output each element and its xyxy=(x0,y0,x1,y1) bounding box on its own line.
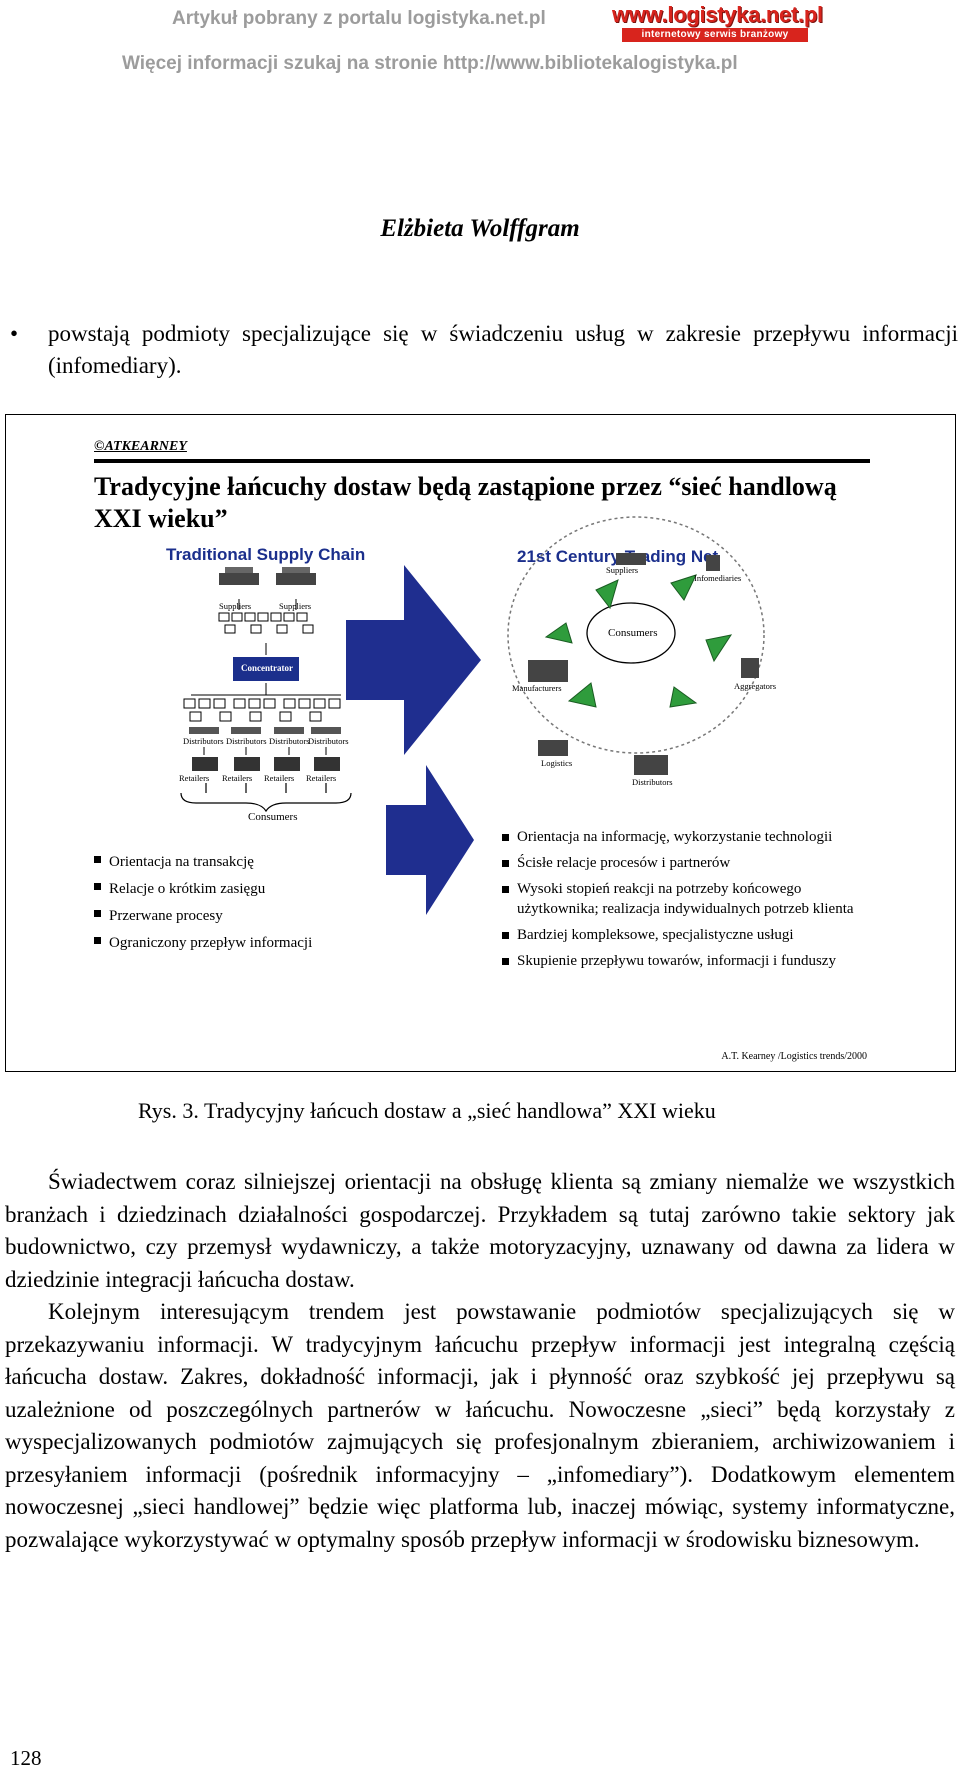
diagram-label-consumers: Consumers xyxy=(248,811,298,823)
figure-copyright: ©ATKEARNEY xyxy=(94,439,187,454)
consumers-bracket xyxy=(180,783,352,813)
connector-lines xyxy=(203,747,327,755)
list-item: Ograniczony przepływ informacji xyxy=(94,930,312,957)
list-item: Ścisłe relacje procesów i partnerów xyxy=(502,853,882,873)
diagram-label-suppliers: Suppliers xyxy=(219,601,252,611)
author-name: Elżbieta Wolffgram xyxy=(380,215,580,242)
site-logo[interactable]: www.logistyka.net.pl internetowy serwis … xyxy=(612,2,823,44)
list-item: Wysoki stopień reakcji na potrzeby końco… xyxy=(502,879,882,919)
page-number: 128 xyxy=(10,1746,42,1770)
connector-lines xyxy=(191,599,341,696)
diagram-label-distributors: Distributors xyxy=(183,736,224,746)
diagram-label-retailers: Retailers xyxy=(306,773,337,783)
transition-arrow-bottom xyxy=(386,765,474,915)
diagram-label-distributors: Distributors xyxy=(226,736,267,746)
list-item: Przerwane procesy xyxy=(94,903,312,930)
figure-title-rule xyxy=(94,459,870,463)
supply-chain-diagram xyxy=(180,516,765,915)
node-icons xyxy=(528,553,759,775)
list-item: Relacje o krótkim zasięgu xyxy=(94,876,312,903)
network-ring xyxy=(507,516,765,754)
transition-arrow-top xyxy=(346,565,481,755)
diagram-label-distributors: Distributors xyxy=(632,777,673,787)
figure-title: Tradycyjne łańcuchy dostaw będą zastąpio… xyxy=(94,472,837,533)
concentrator-box xyxy=(233,657,299,681)
flow-arrows xyxy=(544,574,733,708)
diagram-label-suppliers: Suppliers xyxy=(279,601,312,611)
paragraph: Świadectwem coraz silniejszej orientacji… xyxy=(5,1169,955,1292)
traditional-chain-title: Traditional Supply Chain xyxy=(166,545,366,564)
bullet-icon: • xyxy=(10,321,19,346)
intro-bullet-text: powstają podmioty specjalizujące się w ś… xyxy=(48,321,958,378)
package-icons xyxy=(183,698,341,722)
list-item: Skupienie przepływu towarów, informacji … xyxy=(502,951,882,971)
diagram-label-concentrator: Concentrator xyxy=(241,663,293,673)
diagram-label-distributors: Distributors xyxy=(269,736,310,746)
header-info-line: Więcej informacji szukaj na stronie http… xyxy=(122,53,738,74)
logo-subtext: internetowy serwis branżowy xyxy=(622,28,808,42)
diagram-label-distributors: Distributors xyxy=(308,736,349,746)
figure-source: A.T. Kearney /Logistics trends/2000 xyxy=(721,1051,867,1062)
list-item: Orientacja na informację, wykorzystanie … xyxy=(502,827,882,847)
diagram-label-consumers: Consumers xyxy=(608,627,658,639)
diagram-label-retailers: Retailers xyxy=(264,773,295,783)
list-item: Bardziej kompleksowe, specjalistyczne us… xyxy=(502,925,882,945)
paragraph: Kolejnym interesującym trendem jest pows… xyxy=(5,1299,955,1552)
logo-text: www.logistyka.net.pl xyxy=(612,2,823,27)
body-text: Świadectwem coraz silniejszej orientacji… xyxy=(5,1166,955,1556)
diagram-label-aggregators: Aggregators xyxy=(734,681,777,691)
diagram-label-suppliers: Suppliers xyxy=(606,565,639,575)
supplier-icon xyxy=(219,567,316,585)
figure-caption: Rys. 3. Tradycyjny łańcuch dostaw a „sie… xyxy=(138,1098,716,1123)
diagram-label-manufacturers: Manufacturers xyxy=(512,683,562,693)
header-source-line: Artykuł pobrany z portalu logistyka.net.… xyxy=(172,8,546,29)
package-icons xyxy=(218,612,314,634)
retailer-icons xyxy=(192,757,340,771)
diagram-label-retailers: Retailers xyxy=(222,773,253,783)
diagram-label-logistics: Logistics xyxy=(541,758,573,768)
consumers-cloud xyxy=(586,602,676,664)
distributor-icons xyxy=(189,727,341,734)
list-item: Orientacja na transakcję xyxy=(94,849,312,876)
diagram-label-retailers: Retailers xyxy=(179,773,210,783)
trading-net-features-list: Orientacja na informację, wykorzystanie … xyxy=(502,827,882,977)
diagram-label-infomediaries: Infomediaries xyxy=(694,573,742,583)
supply-chain-figure: ©ATKEARNEY Tradycyjne łańcuchy dostaw bę… xyxy=(5,414,956,1072)
traditional-features-list: Orientacja na transakcję Relacje o krótk… xyxy=(94,849,312,957)
